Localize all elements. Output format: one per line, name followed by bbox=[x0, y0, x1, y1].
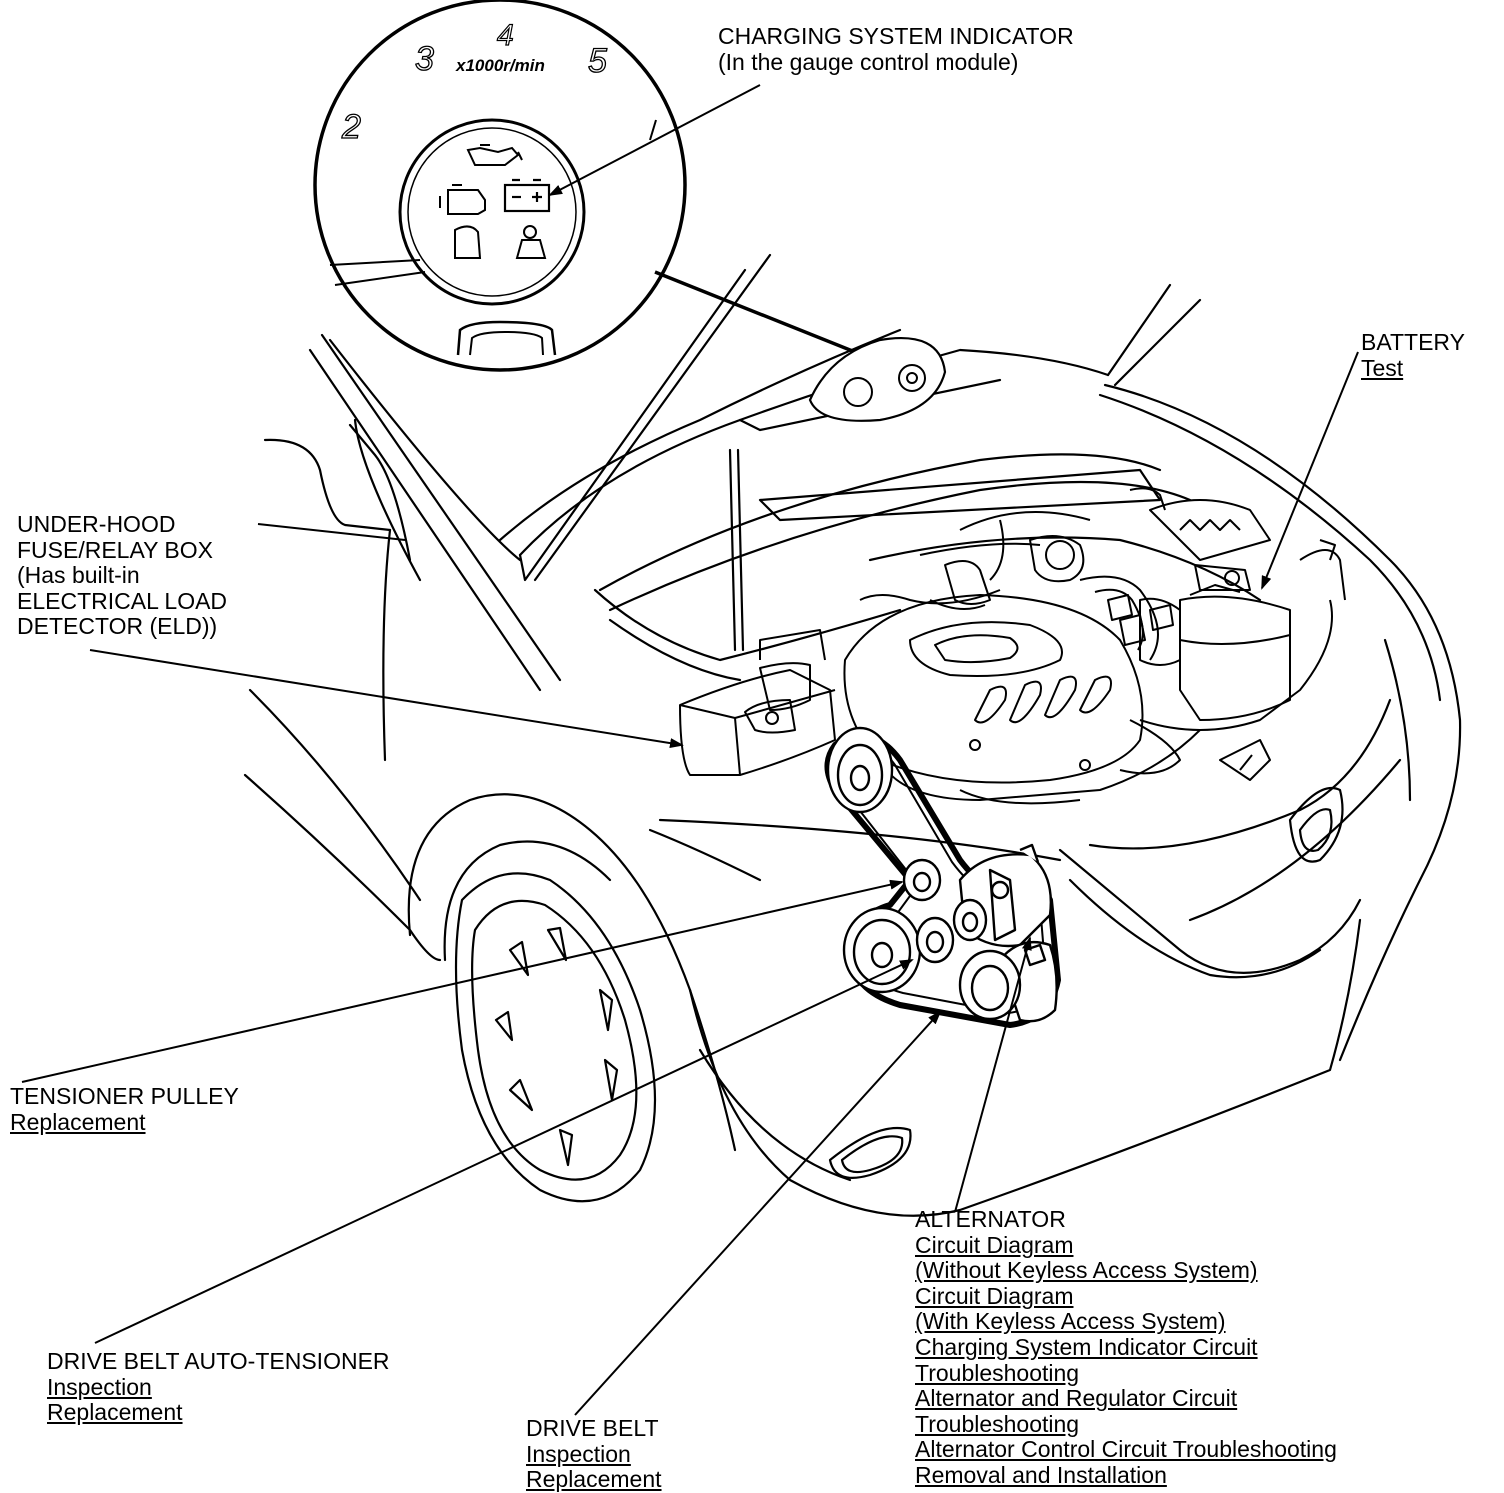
oil-pressure-icon bbox=[466, 144, 523, 166]
cluster-gauge-left bbox=[843, 377, 873, 407]
alternator-regulator-circuit-link[interactable]: Alternator and Regulator Circuit bbox=[915, 1385, 1238, 1412]
gauge-scale: 3 4 5 2 x1000r/min bbox=[340, 18, 607, 146]
instrument-cluster-outline bbox=[808, 336, 947, 422]
fuse-box-callout: UNDER-HOOD FUSE/RELAY BOX (Has built-in … bbox=[17, 511, 228, 640]
alternator-callout: ALTERNATOR Circuit Diagram (Without Keyl… bbox=[915, 1206, 1337, 1489]
alternator-circuit-diagram-link-2[interactable]: Circuit Diagram bbox=[915, 1282, 1074, 1309]
auto-tensioner-leader bbox=[94, 959, 914, 1344]
tensioner-pulley-title: TENSIONER PULLEY bbox=[10, 1083, 239, 1109]
alternator-circuit-diagram-link-1[interactable]: Circuit Diagram bbox=[915, 1231, 1074, 1258]
gauge-inset bbox=[313, 0, 687, 372]
drive-belt-replacement-link[interactable]: Replacement bbox=[526, 1466, 662, 1493]
tensioner-pulley-replacement-link[interactable]: Replacement bbox=[10, 1108, 146, 1135]
drive-belt-assembly bbox=[824, 726, 1061, 1028]
charging-indicator-circuit-link[interactable]: Charging System Indicator Circuit bbox=[915, 1333, 1258, 1360]
tensioner-pulley-callout: TENSIONER PULLEY Replacement bbox=[10, 1083, 239, 1135]
tach-tick-3: 3 bbox=[415, 40, 434, 78]
check-engine-icon bbox=[439, 184, 486, 215]
battery-leader bbox=[1261, 351, 1359, 590]
alternator-title: ALTERNATOR bbox=[915, 1206, 1066, 1232]
tach-tick-5: 5 bbox=[588, 42, 607, 80]
battery-callout: BATTERY Test bbox=[1361, 329, 1465, 381]
charging-indicator-callout: CHARGING SYSTEM INDICATOR (In the gauge … bbox=[718, 23, 1074, 75]
car-body bbox=[243, 253, 1462, 1217]
leader-lines bbox=[21, 84, 1359, 1416]
battery-title: BATTERY bbox=[1361, 329, 1465, 355]
seatbelt-icon bbox=[454, 225, 482, 259]
auto-tensioner-inspection-link[interactable]: Inspection bbox=[47, 1373, 152, 1400]
auto-tensioner-callout: DRIVE BELT AUTO-TENSIONER Inspection Rep… bbox=[47, 1348, 390, 1426]
drive-belt-leader bbox=[574, 1010, 942, 1416]
alternator-removal-installation-link[interactable]: Removal and Installation bbox=[915, 1461, 1167, 1488]
drive-belt-title: DRIVE BELT bbox=[526, 1415, 659, 1441]
battery-charge-icon bbox=[503, 178, 551, 213]
airbag-icon bbox=[515, 225, 547, 259]
alternator-regulator-troubleshooting-link[interactable]: Troubleshooting bbox=[915, 1410, 1080, 1437]
fuse-box-leader-upper bbox=[257, 523, 406, 541]
fuse-box-leader bbox=[89, 649, 684, 749]
tensioner-pulley-leader bbox=[21, 879, 904, 1083]
drive-belt-callout: DRIVE BELT Inspection Replacement bbox=[526, 1415, 662, 1493]
fuse-box-title-3: (Has built-in bbox=[17, 562, 140, 589]
engine-bay bbox=[679, 487, 1346, 805]
charging-indicator-leader bbox=[548, 84, 761, 196]
fuse-box-title-4: ELECTRICAL LOAD bbox=[17, 587, 228, 614]
alternator-leader bbox=[954, 936, 1032, 1213]
cluster-gauge-right bbox=[898, 364, 926, 392]
alternator-without-keyless-link[interactable]: (Without Keyless Access System) bbox=[915, 1257, 1258, 1284]
tach-tick-4: 4 bbox=[497, 19, 514, 52]
alternator-with-keyless-link[interactable]: (With Keyless Access System) bbox=[915, 1308, 1226, 1335]
auto-tensioner-replacement-link[interactable]: Replacement bbox=[47, 1399, 183, 1426]
drive-belt-inspection-link[interactable]: Inspection bbox=[526, 1440, 631, 1467]
fuse-box-title-2: FUSE/RELAY BOX bbox=[17, 536, 213, 563]
auto-tensioner-title: DRIVE BELT AUTO-TENSIONER bbox=[47, 1348, 390, 1374]
fuse-box-title-1: UNDER-HOOD bbox=[17, 511, 176, 537]
fuse-box-title-5: DETECTOR (ELD)) bbox=[17, 613, 218, 640]
tach-tick-2: 2 bbox=[341, 108, 361, 146]
alternator-control-circuit-link[interactable]: Alternator Control Circuit Troubleshooti… bbox=[915, 1436, 1337, 1463]
charging-indicator-troubleshooting-link[interactable]: Troubleshooting bbox=[915, 1359, 1080, 1386]
charging-indicator-subtitle: (In the gauge control module) bbox=[718, 48, 1019, 75]
charging-indicator-title: CHARGING SYSTEM INDICATOR bbox=[718, 23, 1074, 49]
cluster-gauge-center bbox=[906, 372, 918, 384]
battery-test-link[interactable]: Test bbox=[1361, 354, 1404, 381]
tach-unit-label: x1000r/min bbox=[455, 56, 545, 75]
